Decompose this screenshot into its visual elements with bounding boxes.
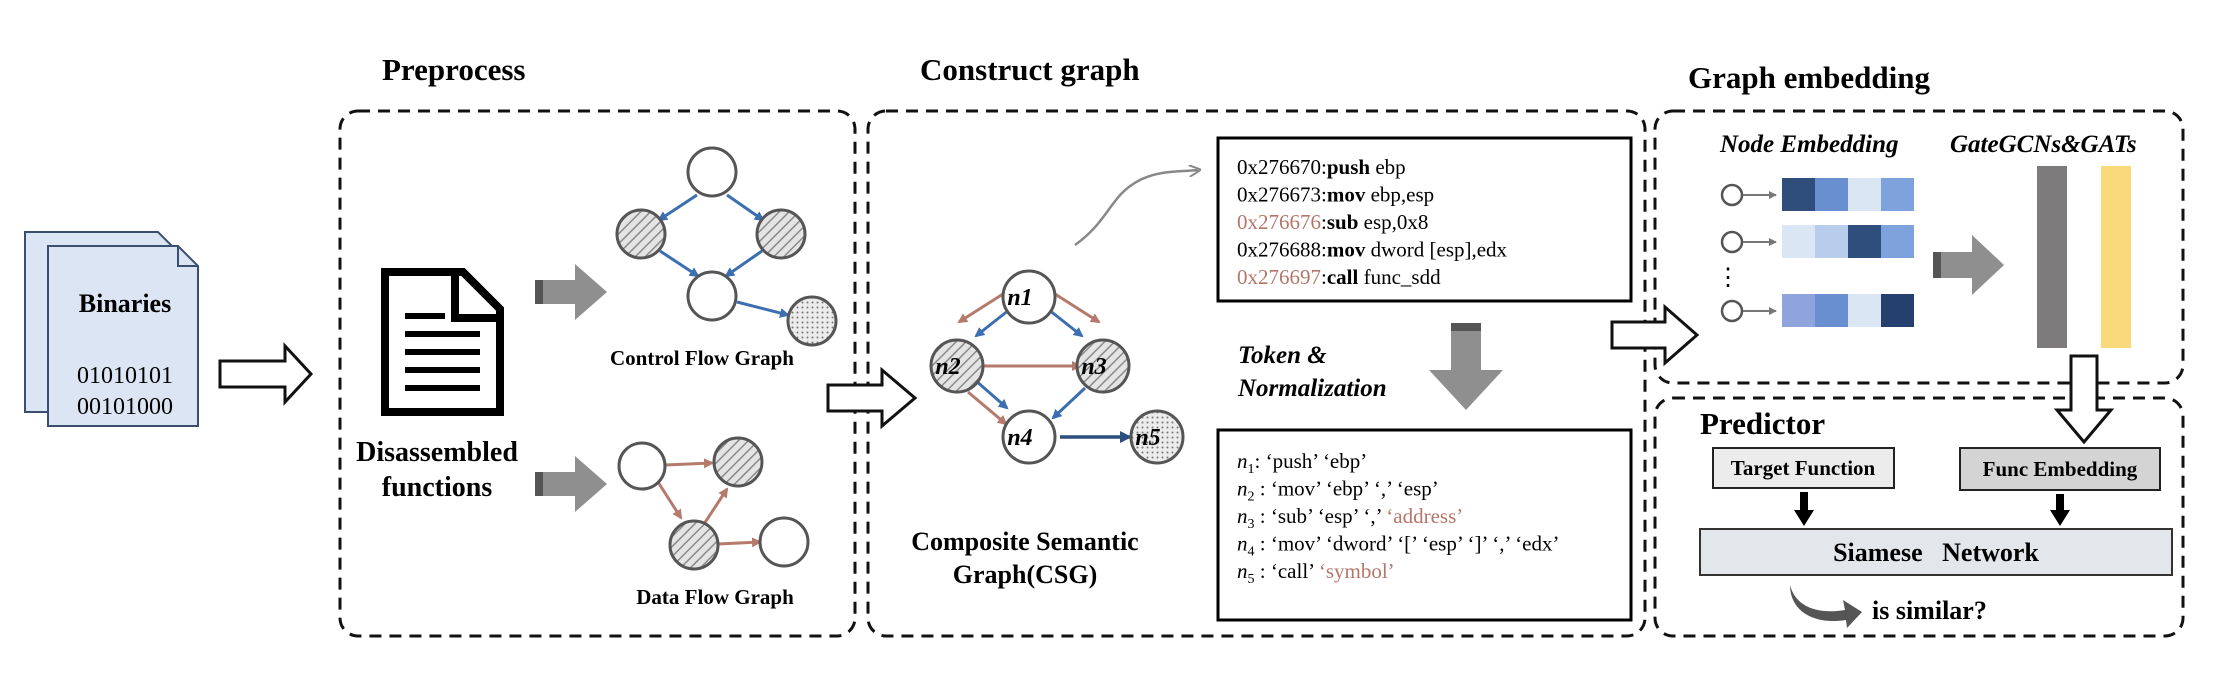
- assembly-line: 0x276697:call func_sdd: [1237, 265, 1441, 289]
- dfg-label: Data Flow Graph: [636, 585, 794, 609]
- data-flow-graph: [617, 436, 810, 571]
- arrow-target-to-siamese: [1794, 492, 1814, 526]
- binaries-line2: 00101000: [77, 394, 173, 420]
- token-line: n4 : ‘mov’ ‘dword’ ‘[’ ‘esp’ ‘]’ ‘,’ ‘ed…: [1237, 532, 1559, 560]
- node-embedding-label: Node Embedding: [1719, 131, 1898, 158]
- assembly-line: 0x276673:mov ebp,esp: [1237, 183, 1434, 207]
- assembly-line: 0x276670:push ebp: [1237, 155, 1406, 179]
- csg-node-n3: n3: [1081, 354, 1106, 380]
- token-label-line2: Normalization: [1237, 375, 1387, 402]
- csg-node-n2: n2: [935, 354, 960, 380]
- assembly-line: 0x276676:sub esp,0x8: [1237, 210, 1428, 234]
- composite-semantic-graph: [929, 269, 1185, 465]
- binaries-line1: 01010101: [77, 363, 173, 389]
- assembly-line: 0x276688:mov dword [esp],edx: [1237, 238, 1508, 262]
- csg-label-line2: Graph(CSG): [953, 560, 1097, 589]
- func-embedding-label: Func Embedding: [1983, 457, 2138, 481]
- token-label-line1: Token &: [1238, 342, 1327, 369]
- gate-gcns-gats-label: GateGCNs&GATs: [1950, 131, 2137, 158]
- disassembled-label-line2: functions: [382, 472, 493, 503]
- construct-graph-title: Construct graph: [920, 52, 1140, 87]
- ellipsis: ⋮: [1716, 265, 1740, 291]
- gnn-yellow-bar: [2101, 166, 2131, 348]
- graph-embedding-panel: [1653, 109, 2185, 385]
- control-flow-graph: [615, 146, 838, 347]
- binaries-title: Binaries: [79, 289, 171, 318]
- arrow-func-to-siamese: [2050, 494, 2070, 526]
- arrow-to-dfg: [535, 456, 607, 512]
- construct-graph-panel: [866, 109, 1647, 638]
- token-line: n5 : ‘call’ ‘symbol’: [1237, 559, 1395, 587]
- arrow-binaries-to-preprocess: [218, 342, 314, 406]
- predictor-title: Predictor: [1700, 406, 1825, 441]
- gnn-gray-bar: [2037, 166, 2067, 348]
- func-embedding-box: [1959, 447, 2161, 491]
- cfg-label: Control Flow Graph: [610, 346, 794, 370]
- target-function-box: [1712, 447, 1895, 489]
- assembly-lines: 0x276670:push ebp 0x276673:mov ebp,esp 0x2…: [1237, 155, 1508, 289]
- arrow-to-gnn: [1933, 235, 2004, 295]
- curved-arrow-to-assembly: [1074, 170, 1198, 247]
- predictor-panel: [1653, 396, 2185, 638]
- token-line: n2 : ‘mov’ ‘ebp’ ‘,’ ‘esp’: [1237, 477, 1439, 505]
- disassembled-label-line1: Disassembled: [356, 437, 518, 468]
- token-lines: n1: ‘push’ ‘ebp’n2 : ‘mov’ ‘ebp’ ‘,’ ‘es…: [1237, 449, 1559, 587]
- curved-arrow-is-similar: [1790, 585, 1862, 628]
- arrow-preprocess-to-construct: [826, 366, 918, 430]
- arrow-to-func-embedding: [2053, 354, 2115, 445]
- arrow-token-normalization: [1429, 323, 1503, 410]
- arrow-construct-to-embedding: [1610, 303, 1700, 367]
- csg-node-n1: n1: [1007, 285, 1032, 311]
- arrow-to-cfg: [535, 264, 607, 320]
- graph-embedding-title: Graph embedding: [1688, 60, 1931, 95]
- preprocess-panel: [338, 109, 857, 638]
- csg-label-line1: Composite Semantic: [911, 527, 1138, 556]
- token-line: n3 : ‘sub’ ‘esp’ ‘,’ ‘address’: [1237, 504, 1463, 532]
- is-similar-label: is similar?: [1872, 596, 1987, 625]
- siamese-network-label: Siamese Network: [1833, 538, 2039, 567]
- document-icon: [381, 268, 504, 416]
- assembly-box: [1216, 136, 1633, 303]
- csg-node-n5: n5: [1135, 425, 1160, 451]
- token-line: n1: ‘push’ ‘ebp’: [1237, 449, 1367, 477]
- node-embedding-rows: [1720, 178, 1914, 327]
- csg-node-n4: n4: [1007, 425, 1032, 451]
- binaries-document-icon: [24, 231, 199, 427]
- target-function-label: Target Function: [1731, 456, 1876, 480]
- siamese-network-box: [1699, 528, 2173, 576]
- preprocess-title: Preprocess: [382, 52, 525, 87]
- tokens-box: [1216, 428, 1633, 622]
